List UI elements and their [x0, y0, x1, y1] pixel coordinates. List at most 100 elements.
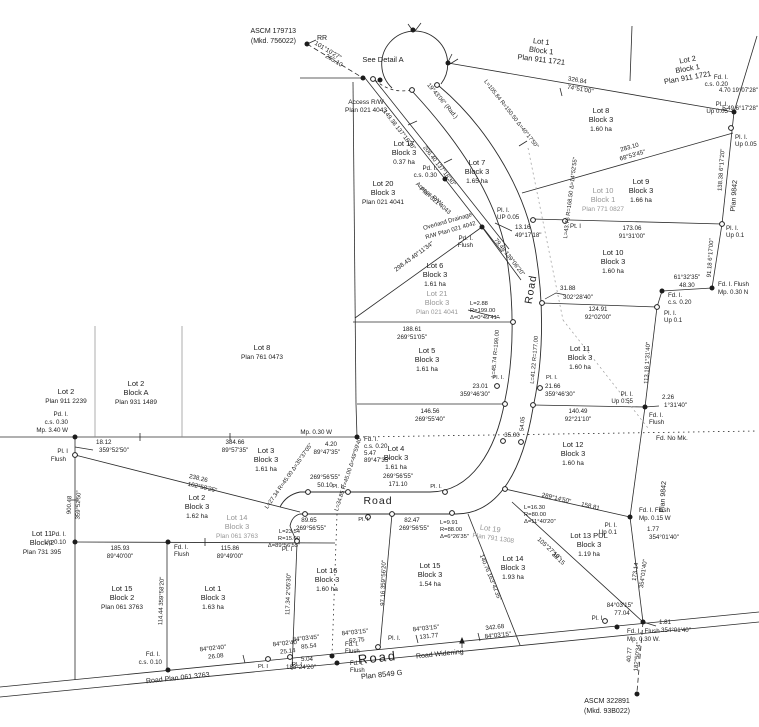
survey-label: 1.60 ha: [562, 460, 584, 467]
monument-found-marker: [445, 60, 451, 66]
survey-label: 13.16: [515, 224, 531, 231]
monument-placed-marker: [654, 304, 660, 310]
survey-label: c.s. 0.20: [705, 81, 729, 88]
survey-label: 54.05: [519, 416, 526, 431]
survey-label: c.s. 0.10: [139, 659, 163, 666]
survey-label: 124.91: [589, 306, 608, 313]
survey-label: 5.47: [364, 450, 377, 457]
survey-label: 84°03'15": [341, 628, 368, 638]
survey-label: Lot 2: [128, 379, 145, 388]
survey-label: 269°51'05": [397, 334, 427, 341]
survey-label: Block 3: [601, 257, 626, 266]
survey-label: Block 3: [418, 570, 443, 579]
survey-label: 1.60 ha: [569, 364, 591, 371]
plan-line: [711, 223, 723, 289]
monument-found-marker: [731, 109, 737, 115]
survey-label: Mp. 3.40 W: [36, 427, 68, 434]
plan-line: [373, 78, 453, 178]
survey-label: 354°01'40": [649, 534, 679, 541]
survey-label: 269°56'55": [296, 525, 326, 532]
monument-placed-marker: [502, 486, 508, 492]
survey-label: Lot 20: [373, 179, 394, 188]
monument-placed-marker: [562, 218, 568, 224]
survey-label: Lot 3: [258, 446, 275, 455]
survey-label: Pl. I.: [735, 134, 748, 141]
plan-line: [532, 404, 646, 408]
survey-label: ASCM 179713: [250, 28, 296, 35]
monument-placed-marker: [302, 511, 308, 517]
survey-label: 171.10: [389, 481, 408, 488]
monument-placed-marker: [434, 82, 440, 88]
survey-label: Lot 10: [603, 248, 624, 257]
survey-label: Lot 8: [593, 106, 610, 115]
survey-label: Fd. No Mk.: [656, 435, 688, 442]
monument-placed-marker: [719, 221, 725, 227]
survey-label: Fd. I., Flush: [627, 628, 660, 635]
survey-label: Lot 2: [189, 493, 206, 502]
plan-line: [481, 226, 522, 281]
monument-placed-marker: [530, 402, 536, 408]
plan-path: [459, 637, 465, 644]
survey-label: Flush: [345, 649, 360, 655]
survey-label: 1.61 ha: [255, 466, 277, 473]
monument-found-marker: [72, 539, 78, 545]
survey-label: 173.06: [623, 225, 642, 232]
survey-label: Lot 16: [317, 566, 338, 575]
survey-label: Block 2: [30, 538, 55, 547]
survey-label: Plan 8549 G: [361, 668, 404, 681]
plan-line: [444, 178, 503, 253]
survey-label: Block 3: [561, 449, 586, 458]
survey-label: 0.37 ha: [393, 159, 415, 166]
monument-placed-marker: [287, 654, 293, 660]
survey-label: 269°56'55": [399, 525, 429, 532]
survey-label: Block 1: [675, 62, 701, 75]
survey-label: L=45.74 R=199.00: [491, 330, 501, 378]
survey-label: Lot 2: [679, 54, 697, 66]
survey-label: Pl. I: [292, 662, 302, 668]
survey-label: 302°28'40": [563, 294, 593, 301]
survey-label: Pd. I.: [459, 235, 474, 242]
survey-label: Block 3: [254, 455, 279, 464]
survey-label: 4.20: [325, 441, 338, 448]
monument-found-marker: [410, 27, 416, 33]
monument-found-marker: [479, 224, 485, 230]
survey-label: Plan 911 2239: [45, 398, 87, 405]
monument-placed-marker: [537, 385, 543, 391]
survey-label: Lot 6: [427, 261, 444, 270]
survey-label: 117.34 2°05'30": [285, 573, 292, 615]
survey-label: Fd. I.: [345, 642, 359, 648]
survey-label: ASCM 322891: [584, 698, 630, 705]
survey-label: Flush: [458, 242, 474, 249]
survey-label: R=80.00: [524, 512, 546, 518]
survey-label: Lot 15: [112, 584, 133, 593]
survey-label: 35.00: [504, 432, 520, 439]
survey-label: Pl. I.: [497, 207, 510, 214]
survey-label: Flush: [649, 419, 665, 426]
survey-label: Lot 1: [205, 584, 222, 593]
survey-label: 1.62 ha: [186, 513, 208, 520]
survey-label: 5.04: [301, 656, 314, 663]
plan-line: [331, 513, 338, 657]
monument-found-marker: [627, 514, 633, 520]
plan-line: [354, 226, 483, 319]
survey-label: 84°03'15": [412, 624, 439, 634]
plan-line: [242, 654, 246, 664]
monument-placed-marker: [449, 510, 455, 516]
survey-label: Pl. I.: [605, 522, 618, 529]
survey-label: Pl. I.: [388, 635, 401, 642]
survey-label: Pl. I.: [621, 391, 634, 398]
survey-label: 84°02'40": [199, 644, 226, 654]
survey-label: Flush: [51, 456, 67, 463]
survey-label: Block 3: [415, 355, 440, 364]
survey-label: 85.54: [301, 642, 318, 651]
plan-line: [629, 516, 644, 623]
survey-label: Fd. I.: [350, 661, 364, 667]
survey-label: 269°56'55": [310, 474, 340, 481]
survey-label: Fd. I.: [668, 292, 682, 299]
survey-label: R=199.00: [470, 308, 495, 314]
survey-label: Lot 21: [427, 289, 448, 298]
monument-placed-marker: [602, 618, 608, 624]
plan-line: [477, 632, 481, 642]
